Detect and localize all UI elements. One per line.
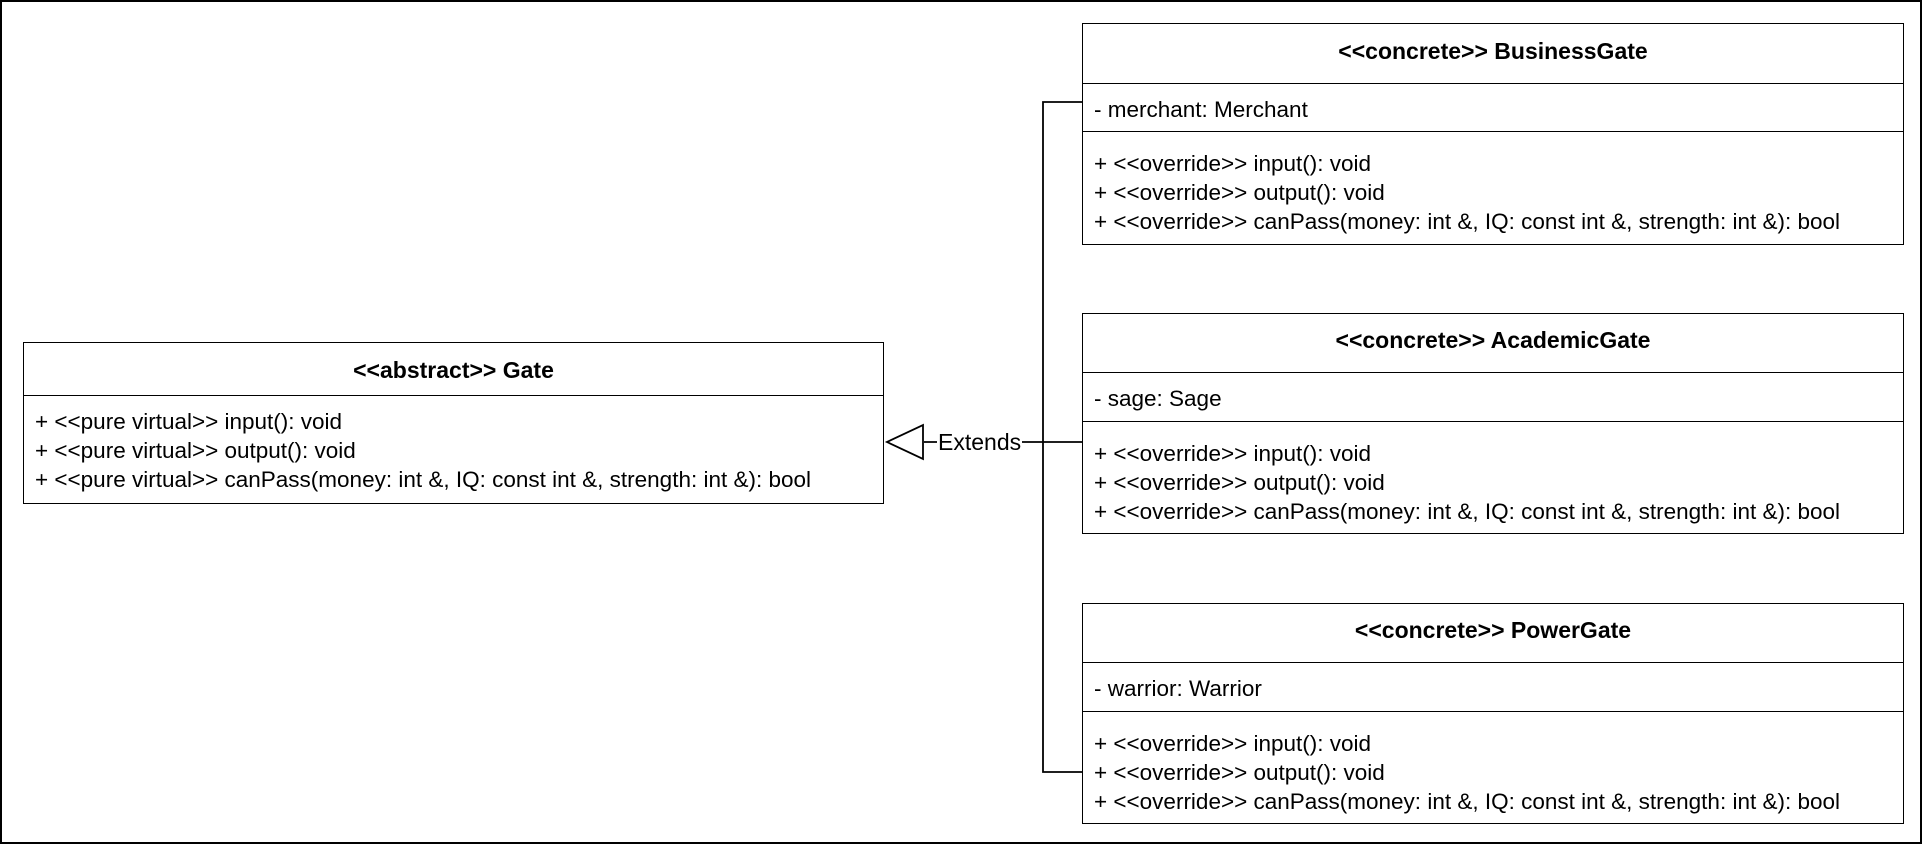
- method-input: + <<override>> input(): void: [1094, 151, 1372, 176]
- method-output: + <<pure virtual>> output(): void: [35, 438, 356, 463]
- class-gate[interactable]: <<abstract>> Gate + <<pure virtual>> inp…: [23, 342, 884, 504]
- class-attributes: - sage: Sage: [1094, 384, 1897, 413]
- class-methods: + <<override>> input(): void + <<overrid…: [1094, 149, 1897, 236]
- method-input: + <<override>> input(): void: [1094, 731, 1372, 756]
- class-academic-gate[interactable]: <<concrete>> AcademicGate - sage: Sage +…: [1082, 313, 1904, 534]
- class-divider: [1083, 662, 1903, 663]
- generalization-arrowhead: [884, 423, 924, 461]
- method-can-pass: + <<override>> canPass(money: int &, IQ:…: [1094, 209, 1841, 234]
- class-methods: + <<pure virtual>> input(): void + <<pur…: [35, 407, 877, 494]
- method-input: + <<pure virtual>> input(): void: [35, 409, 343, 434]
- relation-label-extends: Extends: [937, 429, 1023, 455]
- method-can-pass: + <<override>> canPass(money: int &, IQ:…: [1094, 789, 1841, 814]
- method-output: + <<override>> output(): void: [1094, 180, 1385, 205]
- class-divider: [1083, 372, 1903, 373]
- method-can-pass: + <<override>> canPass(money: int &, IQ:…: [1094, 499, 1841, 524]
- class-methods: + <<override>> input(): void + <<overrid…: [1094, 729, 1897, 816]
- method-output: + <<override>> output(): void: [1094, 470, 1385, 495]
- class-attributes: - warrior: Warrior: [1094, 674, 1897, 703]
- class-power-gate[interactable]: <<concrete>> PowerGate - warrior: Warrio…: [1082, 603, 1904, 824]
- connector-power-gate: [1042, 442, 1082, 773]
- class-title: <<concrete>> AcademicGate: [1335, 327, 1651, 353]
- method-can-pass: + <<pure virtual>> canPass(money: int &,…: [35, 467, 812, 492]
- connector-business-gate: [1042, 101, 1082, 442]
- class-divider: [1083, 83, 1903, 84]
- class-methods: + <<override>> input(): void + <<overrid…: [1094, 439, 1897, 526]
- attribute-sage: - sage: Sage: [1094, 386, 1222, 411]
- class-title: <<concrete>> PowerGate: [1354, 617, 1632, 643]
- method-input: + <<override>> input(): void: [1094, 441, 1372, 466]
- method-output: + <<override>> output(): void: [1094, 760, 1385, 785]
- class-attributes: - merchant: Merchant: [1094, 95, 1897, 124]
- attribute-warrior: - warrior: Warrior: [1094, 676, 1262, 701]
- class-title: <<abstract>> Gate: [353, 357, 554, 383]
- attribute-merchant: - merchant: Merchant: [1094, 97, 1308, 122]
- class-divider: [1083, 711, 1903, 712]
- class-divider: [24, 395, 883, 396]
- class-divider: [1083, 131, 1903, 132]
- class-title: <<concrete>> BusinessGate: [1338, 38, 1648, 64]
- class-divider: [1083, 421, 1903, 422]
- class-business-gate[interactable]: <<concrete>> BusinessGate - merchant: Me…: [1082, 23, 1904, 245]
